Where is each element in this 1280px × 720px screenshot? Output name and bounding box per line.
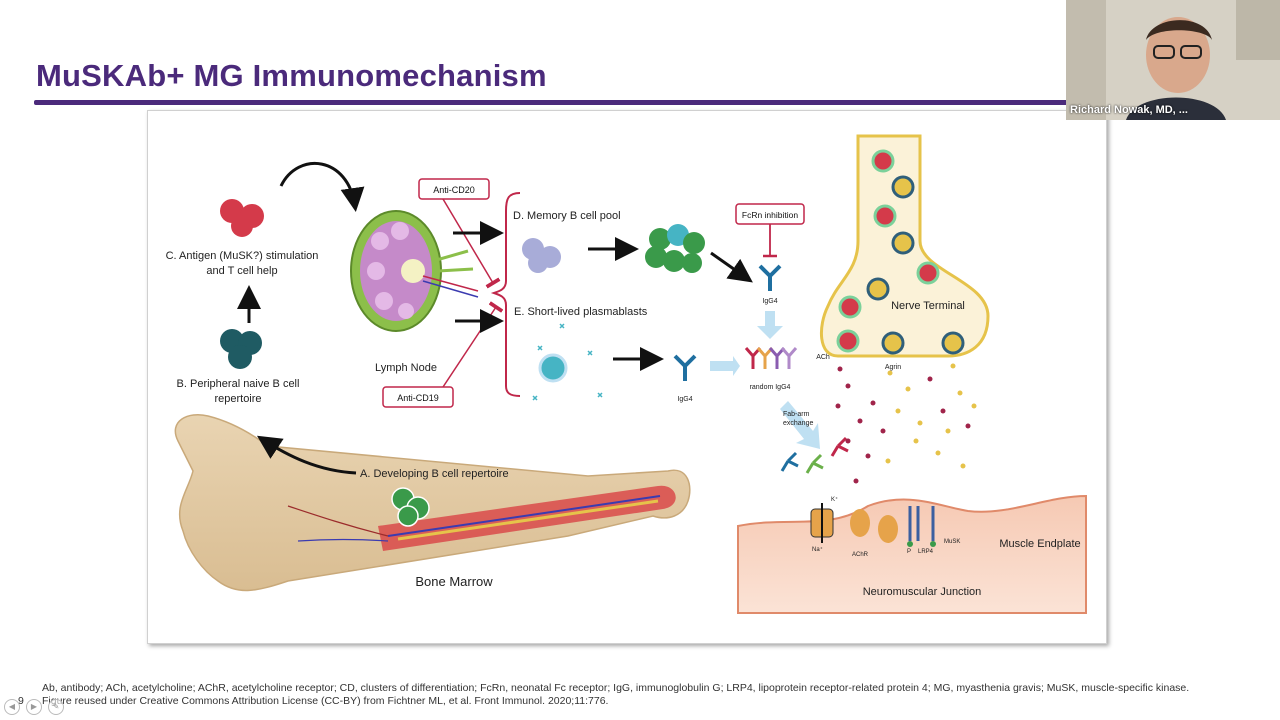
antigen-stimulated-cells (220, 199, 264, 237)
endplate-receptors (810, 503, 936, 547)
lymph-node-illustration (350, 210, 479, 332)
slide-number: 9 (18, 695, 24, 707)
arrow-c-to-lymph (279, 161, 365, 212)
nmj-label: Neuromuscular Junction (863, 586, 982, 598)
label-b: B. Peripheral naive B cell (177, 378, 300, 390)
k-plus-label: K⁺ (831, 496, 838, 503)
nerve-terminal-illustration (819, 134, 990, 358)
exchanged-antibodies (780, 436, 849, 474)
plasmablast-cell (532, 323, 603, 401)
developing-b-cells (391, 487, 430, 527)
label-b-line2: repertoire (214, 393, 261, 405)
footnote: Ab, antibody; ACh, acetylcholine; AChR, … (42, 682, 1189, 708)
label-e: E. Short-lived plasmablasts (514, 306, 648, 318)
muscle-endplate-label: Muscle Endplate (999, 538, 1080, 550)
igg4-top-label: IgG4 (762, 298, 777, 305)
bone-marrow-label: Bone Marrow (415, 574, 493, 589)
title-underline (34, 100, 1074, 105)
arrow-a-to-b (256, 435, 357, 475)
footnote-abbreviations: Ab, antibody; ACh, acetylcholine; AChR, … (42, 682, 1190, 694)
anti-cd20-inhibition (442, 198, 501, 289)
speaker-image (1066, 0, 1280, 120)
nerve-terminal-label: Nerve Terminal (891, 300, 965, 312)
arrow-down-igg4 (757, 311, 783, 339)
label-c-line2: and T cell help (206, 265, 277, 277)
footnote-citation: Figure reused under Creative Commons Att… (42, 695, 609, 707)
prev-slide-icon[interactable]: ◀ (4, 699, 20, 715)
label-a: A. Developing B cell repertoire (360, 468, 509, 480)
anti-cd19-label: Anti-CD19 (397, 393, 439, 403)
musk-label: MuSK (944, 539, 960, 545)
bone-marrow-illustration (174, 414, 691, 592)
anti-cd19-box (382, 386, 454, 408)
random-igg4-label: random IgG4 (750, 384, 791, 391)
ach-label: ACh (816, 354, 830, 361)
arrow-to-igg4 (710, 251, 753, 283)
achr-label: AChR (852, 552, 869, 558)
naive-b-cells (220, 329, 262, 369)
lrp4-label: LRP4 (918, 549, 934, 555)
lymph-node-label: Lymph Node (375, 362, 437, 374)
p-label: P (907, 549, 911, 555)
igg4-antibody-bottom (673, 354, 697, 381)
pen-icon[interactable]: ✎ (48, 699, 64, 715)
presentation-controls[interactable]: ◀ ▶ ✎ (4, 699, 64, 715)
slide-title: MuSKAb+ MG Immunomechanism (36, 58, 547, 93)
igg4-antibody-top (758, 264, 782, 291)
random-igg4-antibodies (744, 347, 798, 369)
fcrn-label: FcRn inhibition (742, 210, 798, 220)
immunomechanism-diagram: Bone Marrow A. Developing B cell reperto… (166, 134, 1087, 614)
na-plus-label: Na⁺ (812, 546, 823, 553)
ach-agrin-particles (835, 363, 977, 484)
bracket (490, 192, 521, 397)
igg4-bottom-label: IgG4 (677, 396, 692, 403)
speaker-name: Richard Nowak, MD, ... (1070, 104, 1188, 116)
fab-arm-arrow (780, 401, 820, 449)
speaker-video: Richard Nowak, MD, ... (1066, 0, 1280, 120)
agrin-label: Agrin (885, 364, 901, 371)
arrow-to-random-igg4 (710, 356, 740, 376)
label-d: D. Memory B cell pool (513, 210, 621, 222)
expanded-memory-cells (645, 224, 705, 273)
fab-arm-label: Fab-arm (783, 411, 810, 418)
next-slide-icon[interactable]: ▶ (26, 699, 42, 715)
figure-panel: Bone Marrow A. Developing B cell reperto… (147, 110, 1107, 644)
memory-b-cells (522, 238, 561, 273)
anti-cd19-inhibition (442, 301, 504, 388)
label-c: C. Antigen (MuSK?) stimulation (166, 250, 319, 262)
anti-cd20-label: Anti-CD20 (433, 185, 475, 195)
anti-cd20-box (418, 178, 490, 200)
exchange-label: exchange (783, 420, 813, 427)
